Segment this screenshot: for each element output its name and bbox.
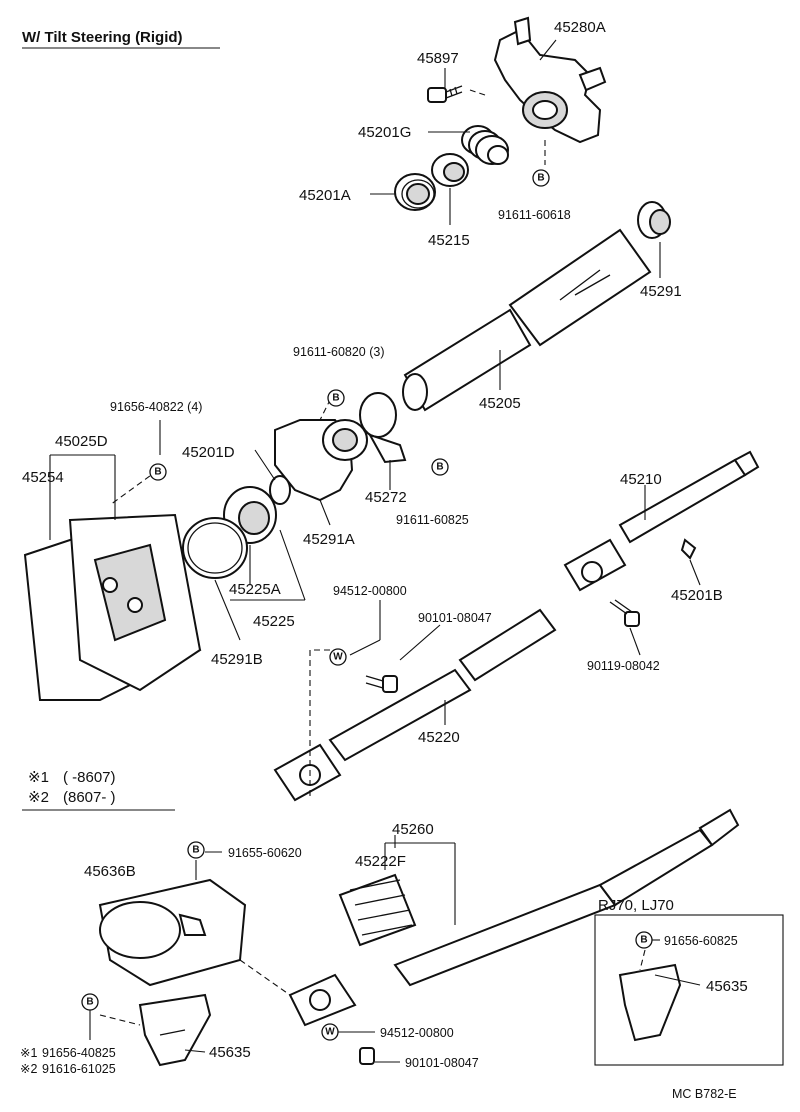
label-45635-inset: 45635 — [706, 978, 748, 995]
leader-lines — [22, 39, 701, 1063]
label-90101-08047-a: 90101-08047 — [418, 611, 492, 625]
inset-title: RJ70, LJ70 — [598, 897, 674, 914]
badge-w-2: W — [321, 1023, 339, 1041]
svg-text:B: B — [537, 173, 544, 184]
svg-text:B: B — [192, 845, 199, 856]
label-94512-00800-b: 94512-00800 — [380, 1026, 454, 1040]
badge-b-3: B — [149, 463, 167, 481]
o-ring-45291b-part — [182, 517, 248, 579]
note-1-mark: ※1 — [28, 769, 49, 786]
label-45897: 45897 — [417, 50, 459, 67]
label-45636b: 45636B — [84, 863, 136, 880]
label-45635-bottom: 45635 — [209, 1044, 251, 1061]
label-91656-40825: 91656-40825 — [42, 1046, 116, 1060]
note-2-text: (8607- ) — [63, 789, 116, 806]
badge-b-4: B — [431, 458, 449, 476]
column-tube-45205-part — [402, 228, 652, 412]
diagram-title: W/ Tilt Steering (Rigid) — [22, 29, 183, 46]
label-45210: 45210 — [620, 471, 662, 488]
badge-b-1: B — [532, 169, 550, 187]
label-91616-61025: 91616-61025 — [42, 1062, 116, 1076]
label-94512-00800-a: 94512-00800 — [333, 584, 407, 598]
bearing-45201a-part — [394, 173, 436, 211]
boot-45222f-part — [338, 873, 417, 947]
boot-plate-45025d-part — [23, 513, 202, 701]
label-45201b: 45201B — [671, 587, 723, 604]
snap-ring-45201d-part — [269, 475, 291, 505]
cover-45636b-part — [98, 878, 247, 987]
label-91655-60620: 91655-60620 — [228, 846, 302, 860]
label-91611-60825: 91611-60825 — [396, 513, 469, 527]
label-45291b: 45291B — [211, 651, 263, 668]
bolt-90101-a-part — [365, 675, 398, 693]
bolt-90101-b-part — [359, 1047, 375, 1065]
note-2-mark: ※2 — [28, 789, 49, 806]
label-90119-08042: 90119-08042 — [587, 659, 660, 673]
intermediate-shaft-45220-part — [273, 608, 557, 802]
label-45225: 45225 — [253, 613, 295, 630]
lower-shaft-45260-part — [288, 808, 740, 1027]
label-45201g: 45201G — [358, 124, 411, 141]
label-91656-40822: 91656-40822 (4) — [110, 400, 202, 414]
label-45215: 45215 — [428, 232, 470, 249]
badge-b-5: B — [187, 841, 205, 859]
label-45291: 45291 — [640, 283, 682, 300]
label-45222f: 45222F — [355, 853, 406, 870]
badge-b-2: B — [327, 389, 345, 407]
bolt-45897-part — [427, 85, 463, 103]
note-1-text: ( -8607) — [63, 769, 116, 786]
svg-text:W: W — [333, 652, 343, 663]
label-45272: 45272 — [365, 489, 407, 506]
label-91611-60820: 91611-60820 (3) — [293, 345, 385, 359]
upper-shaft-45210-part — [563, 450, 760, 592]
svg-text:B: B — [154, 467, 161, 478]
svg-text:W: W — [325, 1027, 335, 1038]
label-91611-60618: 91611-60618 — [498, 208, 571, 222]
svg-text:B: B — [436, 462, 443, 473]
spring-45201g-part — [461, 125, 509, 165]
label-45025d: 45025D — [55, 433, 108, 450]
footer-code: MC B782-E — [672, 1087, 737, 1101]
bracket-45635-bottom-part — [138, 993, 212, 1067]
bolt-90119-part — [609, 599, 640, 627]
label-45280a: 45280A — [554, 19, 606, 36]
label-91656-60825: 91656-60825 — [664, 934, 738, 948]
label-45205: 45205 — [479, 395, 521, 412]
badge-w-1: W — [329, 648, 347, 666]
clip-45201b-part — [680, 538, 697, 560]
note-1-mark-bottom: ※1 — [20, 1046, 37, 1060]
svg-text:B: B — [332, 393, 339, 404]
svg-text:B: B — [86, 997, 93, 1008]
label-45260: 45260 — [392, 821, 434, 838]
label-45220: 45220 — [418, 729, 460, 746]
note-2-mark-bottom: ※2 — [20, 1062, 37, 1076]
washer-45215-part — [431, 153, 469, 187]
inset-box — [594, 914, 784, 1066]
label-45201a: 45201A — [299, 187, 351, 204]
badge-b-7: B — [635, 931, 653, 949]
label-90101-08047-b: 90101-08047 — [405, 1056, 479, 1070]
tilt-bracket-part — [493, 16, 607, 144]
clamp-45272-part — [359, 392, 407, 464]
label-45254: 45254 — [22, 469, 64, 486]
label-45201d: 45201D — [182, 444, 235, 461]
svg-text:B: B — [640, 935, 647, 946]
label-45225a: 45225A — [229, 581, 281, 598]
label-45291a: 45291A — [303, 531, 355, 548]
badge-b-6: B — [81, 993, 99, 1011]
bushing-45291-part — [637, 201, 671, 239]
